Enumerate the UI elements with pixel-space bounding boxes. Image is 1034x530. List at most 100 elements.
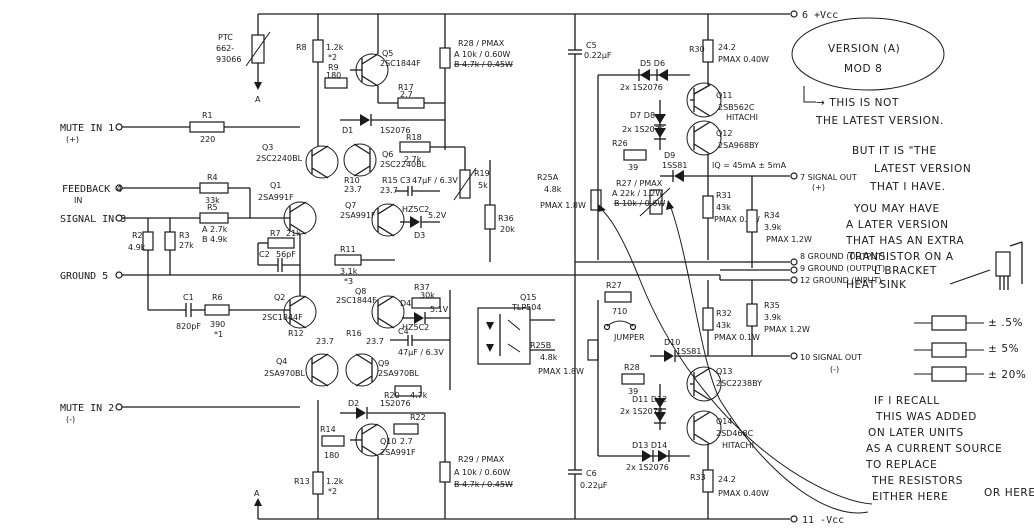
- r6-label: R6: [212, 293, 223, 302]
- q14-part: 2SD468C: [716, 429, 754, 438]
- note-line-16: TO REPLACE: [865, 459, 937, 471]
- r7-resistor: [267, 237, 295, 249]
- d3-label: D3: [414, 231, 425, 240]
- r30-value: 24.2: [718, 43, 736, 52]
- r36-value: 20k: [500, 225, 515, 234]
- note-arrow-2: [949, 269, 991, 285]
- r1-value: 220: [200, 135, 215, 144]
- c1-label: C1: [183, 293, 194, 302]
- r35-label: R35: [764, 301, 780, 310]
- d2-label: D2: [348, 399, 359, 408]
- signal-out-7-label: 7 SIGNAL OUT: [800, 173, 857, 182]
- c2-value: 56pF: [276, 250, 296, 259]
- r27-resistor: [604, 291, 632, 303]
- jumper-label: JUMPER: [613, 333, 645, 342]
- r8-label: R8: [296, 43, 307, 52]
- mute-in-neg-label: MUTE IN 2: [60, 403, 114, 414]
- d11-d12-diodes: [654, 384, 666, 430]
- q15-label: Q15: [520, 293, 536, 302]
- note-line-11: HEAT SINK: [846, 279, 907, 291]
- transistor-q14: [686, 410, 722, 470]
- d4-zener: [402, 312, 450, 324]
- c2-capacitor: [257, 242, 300, 272]
- r29-value-a: A 10k / 0.60W: [454, 468, 510, 477]
- r11-label: R11: [340, 245, 356, 254]
- c5-capacitor: [568, 14, 582, 470]
- d7-d8-diodes: [654, 100, 666, 150]
- r17-label: R17: [398, 83, 414, 92]
- note-line-13: THIS WAS ADDED: [875, 411, 977, 423]
- r4-label: R4: [207, 173, 218, 182]
- d1-diode: [340, 114, 445, 126]
- note-line-4: LATEST VERSION: [874, 163, 971, 175]
- r14-value: 180: [324, 451, 339, 460]
- d13d14-part: 2x 1S2076: [626, 463, 669, 472]
- r36-resistor: [484, 160, 496, 262]
- r28b-value: 39: [628, 387, 638, 396]
- mute-in-pos-label: MUTE IN 1: [60, 123, 114, 134]
- d9-label: D9: [664, 151, 675, 160]
- ptc-part1: 662-: [216, 44, 234, 53]
- q5-label: Q5: [382, 49, 393, 58]
- q8-part: 2SC1844F: [336, 296, 377, 305]
- note-line-2: THE LATEST VERSION.: [815, 115, 944, 127]
- r8-tol: *2: [328, 53, 337, 62]
- q4-label: Q4: [276, 357, 287, 366]
- c3-value: 47µF / 6.3V: [412, 176, 458, 185]
- q3-label: Q3: [262, 143, 273, 152]
- ptc-part2: 93066: [216, 55, 241, 64]
- q1-part: 2SA991F: [258, 193, 294, 202]
- r25a-power: PMAX 1.8W: [540, 201, 586, 210]
- r17-value: 2.7: [400, 90, 413, 99]
- d3-voltage: 5.2V: [428, 211, 447, 220]
- r27a-label: R27 / PMAX: [616, 179, 663, 188]
- r32-label: R32: [716, 309, 732, 318]
- note-line-10: L BRACKET: [874, 265, 937, 277]
- q9-part: 2SA970BL: [378, 369, 420, 378]
- d2-part: 1S2076: [380, 399, 411, 408]
- q14-maker: HITACHI: [722, 441, 754, 450]
- ptc-thermistor: [245, 14, 271, 90]
- c3-label: C3: [400, 176, 411, 185]
- r11-tol: *3: [344, 277, 353, 286]
- transistor-q12: [686, 120, 722, 176]
- r2-label: R2: [132, 231, 143, 240]
- signal-out-7-sub: (+): [812, 183, 825, 192]
- r4-resistor: [199, 182, 229, 194]
- r6-tol: *1: [214, 330, 223, 339]
- note-line-15: AS A CURRENT SOURCE: [866, 443, 1002, 455]
- d5-d6-diodes: [597, 69, 690, 260]
- d11d12-part: 2x 1S2076: [620, 407, 663, 416]
- r25b-label: R25B: [530, 341, 551, 350]
- q14-label: Q14: [716, 417, 732, 426]
- r13-resistor: [312, 400, 324, 519]
- heatsink-sketch: [995, 241, 1023, 290]
- transistor-q9: [345, 353, 379, 387]
- r27-value: 710: [612, 307, 627, 316]
- c6-label: C6: [586, 469, 597, 478]
- q12-label: Q12: [716, 129, 732, 138]
- r17-resistor: [397, 97, 425, 109]
- r20-value: 4.7k: [410, 391, 428, 400]
- r25a-value: 4.8k: [544, 185, 562, 194]
- d9-part: 1SS81: [662, 161, 687, 170]
- r27-pot: [639, 187, 671, 217]
- r8-r9-resistors: [312, 14, 348, 146]
- d5d6-part: 2x 1S2076: [620, 83, 663, 92]
- r36-label: R36: [498, 214, 514, 223]
- q2-label: Q2: [274, 293, 285, 302]
- q3-part: 2SC2240BL: [256, 154, 303, 163]
- r10-value: 23.7: [344, 185, 362, 194]
- r9-value: 180: [326, 71, 341, 80]
- r26-resistor: [623, 149, 647, 161]
- r12-label: R12: [288, 329, 304, 338]
- note-line-3: BUT IT IS "THE: [852, 145, 937, 157]
- r25b-value: 4.8k: [540, 353, 558, 362]
- r27-label: R27: [606, 281, 622, 290]
- q10-label: Q10: [380, 437, 396, 446]
- r2-value: 4.9k: [128, 243, 146, 252]
- d10-part: 1SS81: [676, 347, 701, 356]
- c2-label: C2: [259, 250, 270, 259]
- r35-resistor: [746, 280, 758, 356]
